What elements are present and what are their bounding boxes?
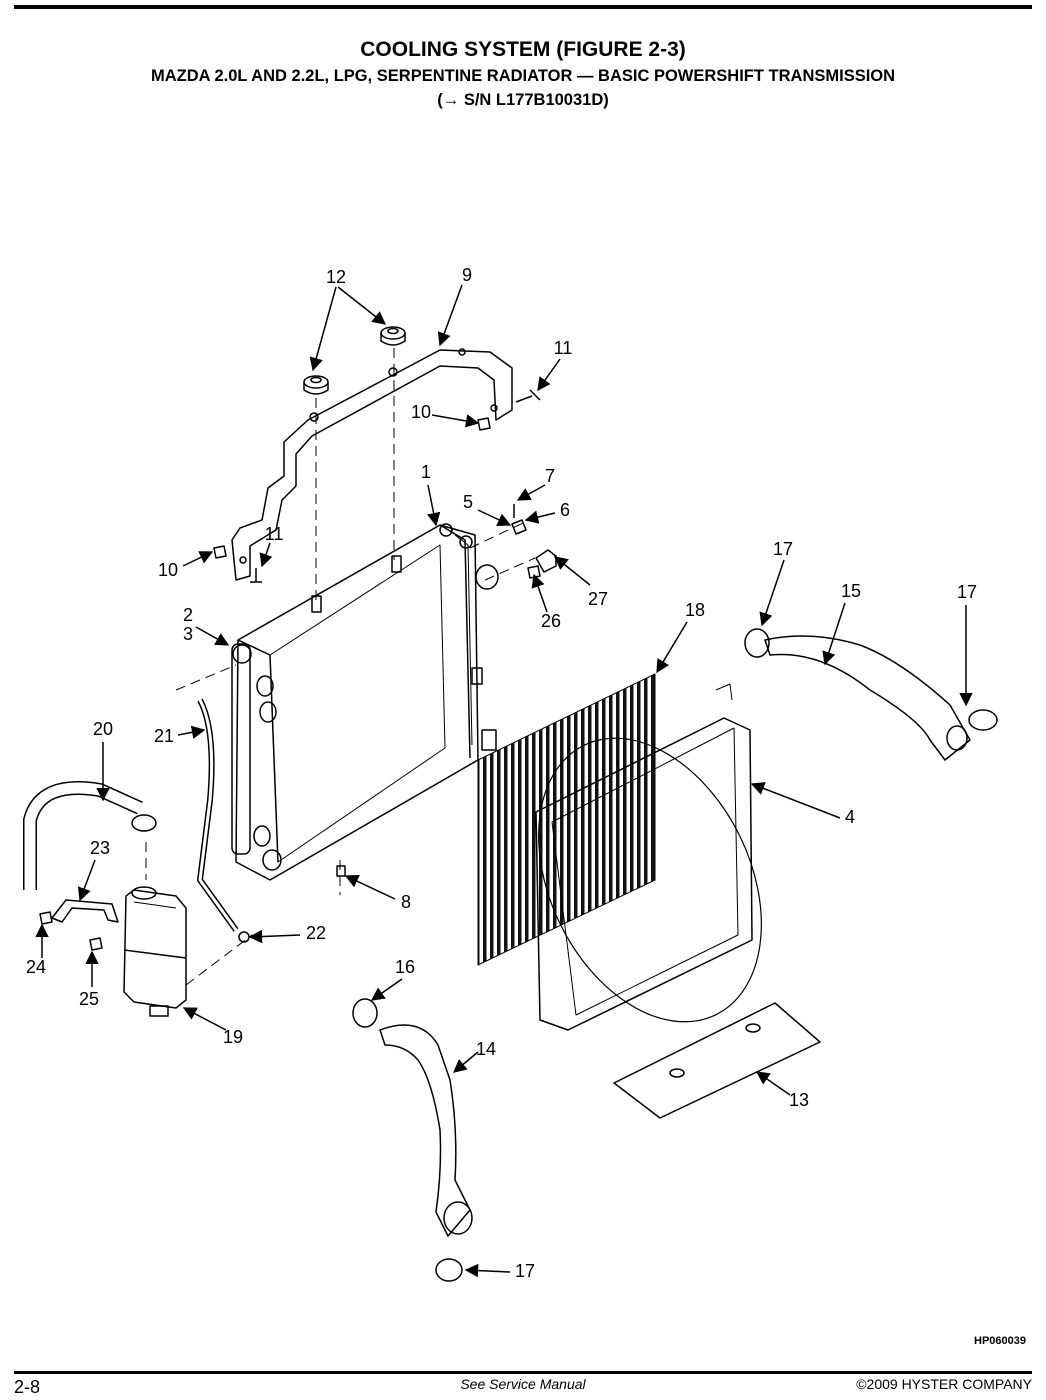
top-rule: [14, 5, 1032, 9]
callout-14: 14: [476, 1039, 496, 1059]
isolator-right: [380, 326, 406, 346]
callout-17-lower: 17: [515, 1261, 535, 1281]
footer-note: See Service Manual: [460, 1376, 586, 1392]
clip: [511, 519, 527, 535]
callout-5: 5: [463, 492, 473, 512]
callout-1: 1: [421, 462, 431, 482]
callout-19: 19: [223, 1027, 243, 1047]
callout-8: 8: [401, 892, 411, 912]
fan-shroud: [535, 717, 753, 1031]
callout-13: 13: [789, 1090, 809, 1110]
callout-12: 12: [326, 267, 346, 287]
fill-tube: [197, 698, 239, 932]
callout-7: 7: [545, 466, 555, 486]
callout-6: 6: [560, 500, 570, 520]
lower-radiator-hose: [379, 1024, 471, 1237]
nut-upper: [477, 417, 491, 431]
figure-reference-code: HP060039: [974, 1335, 1026, 1347]
callout-11-lower: 11: [265, 524, 284, 544]
callout-3: 3: [183, 624, 193, 644]
callout-20: 20: [93, 719, 113, 739]
callout-10-lower: 10: [158, 560, 178, 580]
page-subtitle: MAZDA 2.0L AND 2.2L, LPG, SERPENTINE RAD…: [150, 67, 896, 85]
callout-26: 26: [541, 611, 561, 631]
fin-panel: [477, 673, 656, 966]
reservoir-bracket: [51, 899, 119, 923]
callout-15: 15: [841, 581, 861, 601]
bolt-upper-right: [515, 389, 541, 403]
isolator-left: [303, 375, 329, 395]
bottom-rule: [14, 1371, 1032, 1374]
upper-bracket: [231, 349, 513, 581]
bolt-left: [250, 568, 262, 583]
coolant-reservoir: [123, 889, 187, 1009]
callout-23: 23: [90, 838, 110, 858]
baffle-plate: [613, 1002, 821, 1119]
page-title: COOLING SYSTEM (FIGURE 2-3): [360, 38, 686, 61]
callout-2: 2: [183, 605, 193, 625]
nut-left: [213, 545, 227, 559]
callout-27: 27: [588, 589, 608, 609]
copyright: ©2009 HYSTER COMPANY: [856, 1376, 1032, 1392]
callout-18: 18: [685, 600, 705, 620]
callout-9: 9: [462, 265, 472, 285]
upper-radiator-hose: [764, 635, 971, 761]
serial-range: (→ S/N L177B10031D): [437, 91, 609, 109]
callout-16: 16: [395, 957, 415, 977]
hose-clamp-upper-right: [968, 709, 998, 731]
hose-clamp-lower: [435, 1258, 463, 1282]
callout-22: 22: [306, 923, 326, 943]
hose-clamp-lower-upper: [352, 998, 378, 1028]
callout-17-upper-right: 17: [957, 582, 977, 602]
callout-11-upper: 11: [554, 338, 573, 358]
callout-21: 21: [154, 726, 174, 746]
page-number: 2-8: [14, 1377, 41, 1397]
callout-24: 24: [26, 957, 46, 977]
callout-10-upper: 10: [411, 402, 431, 422]
callout-17-upper-left: 17: [773, 539, 793, 559]
callout-25: 25: [79, 989, 99, 1009]
callout-4: 4: [845, 807, 855, 827]
hose-clamp-upper-left: [744, 628, 770, 658]
